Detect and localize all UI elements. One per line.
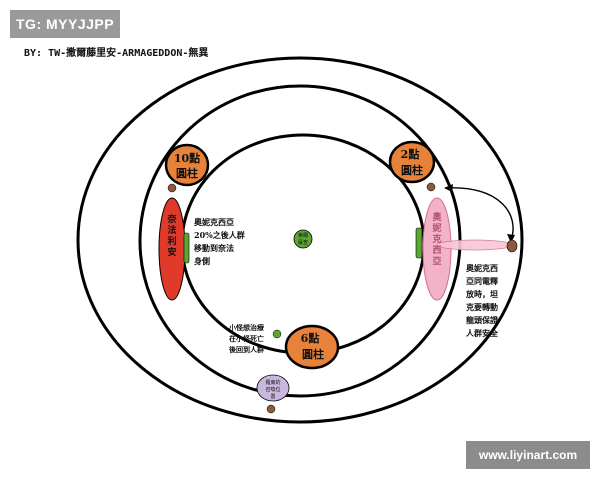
marker-dot-pillar-2 <box>426 182 436 192</box>
pillar-10-line2: 圓柱 <box>176 166 198 180</box>
rotation-arrow <box>445 187 514 241</box>
right-note-line5: 龍頭保證 <box>466 315 499 325</box>
pillar-6-line1: 6點 <box>301 331 320 345</box>
bottom-green-marker <box>272 329 282 339</box>
summon-line3: 置 <box>270 394 275 400</box>
center-label-line2: 薩查 <box>298 239 308 246</box>
right-note-line6: 人群安全 <box>466 328 499 338</box>
right-note-line4: 克要轉動 <box>466 302 498 312</box>
pillar-2: 2點 圓柱 <box>388 140 436 184</box>
right-zone-label: 奧妮克西亞 <box>431 211 442 267</box>
marker-dot-bottom <box>266 404 276 414</box>
left-note-line1: 奧妮克西亞 <box>193 217 234 227</box>
pillar-2-line2: 圓柱 <box>401 163 423 177</box>
arrow-head-bottom <box>507 234 515 243</box>
right-note-line3: 放時，坦 <box>465 289 498 299</box>
breath-cone <box>436 239 514 251</box>
right-note-line2: 亞同電釋 <box>466 276 498 286</box>
right-note-line1: 奧妮克西 <box>465 263 498 273</box>
tg-badge: TG: MYYJJPP <box>10 10 120 38</box>
summon-line2: 召喚位 <box>265 386 280 393</box>
tank-marker-right <box>506 239 518 253</box>
outer-ring <box>76 56 524 424</box>
bottom-note-line2: 在小怪死亡 <box>229 334 264 343</box>
pillar-6: 6點 圓柱 <box>284 324 340 370</box>
left-note-line2: 20%之後人群 <box>194 230 245 240</box>
left-zone-label: 奈法利安 <box>166 213 177 258</box>
summon-line1: 羅東的 <box>265 379 280 386</box>
bottom-note-line1: 小怪想治療 <box>228 323 265 332</box>
arrow-head-top <box>444 184 453 192</box>
right-green-marker <box>415 227 423 259</box>
bottom-note-line3: 後回到人群 <box>228 345 264 354</box>
center-label-line1: 索爾 <box>298 232 308 239</box>
summon-circle <box>256 374 290 402</box>
pillar-6-line2: 圓柱 <box>302 347 324 361</box>
center-marker <box>293 229 313 249</box>
pillar-10: 10點 圓柱 <box>164 143 210 187</box>
watermark: www.liyinart.com <box>466 441 590 469</box>
left-note-line4: 身側 <box>194 256 210 266</box>
left-note-line3: 移動到奈法 <box>194 243 234 253</box>
left-green-marker <box>183 232 190 264</box>
pillar-2-line1: 2點 <box>401 147 420 161</box>
pillar-10-line1: 10點 <box>174 151 200 165</box>
author-credit: BY: TW-撒爾藤里安-ARMAGEDDON-無異 <box>24 48 209 59</box>
marker-dot-pillar-10 <box>167 183 177 193</box>
